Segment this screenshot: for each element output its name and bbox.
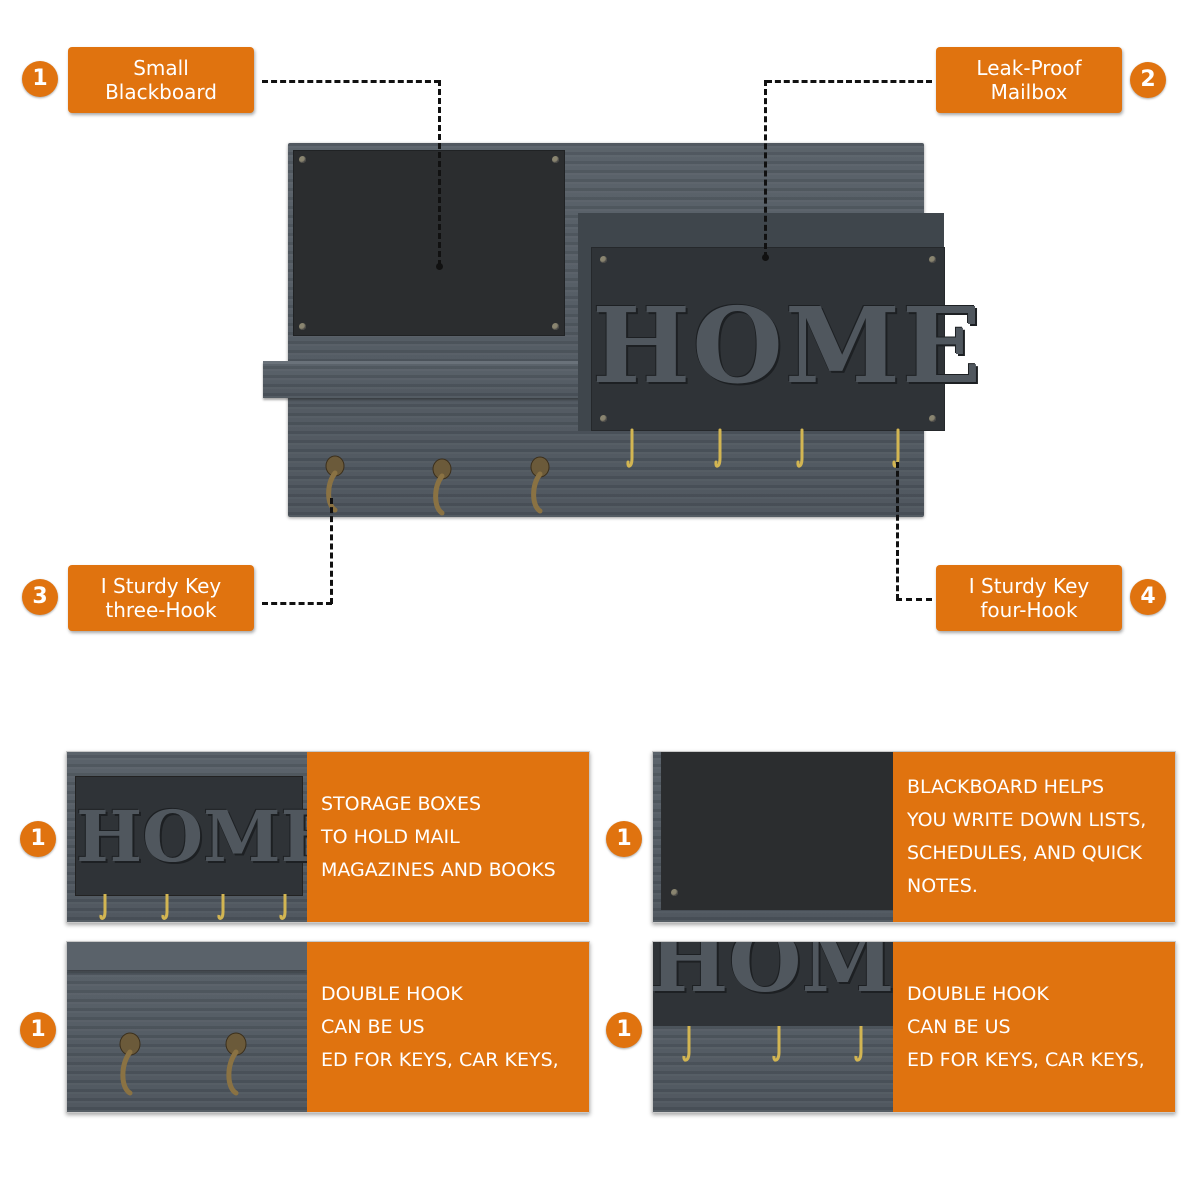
feature-image-blackboard bbox=[653, 752, 893, 922]
bronze-hook-icon bbox=[432, 458, 452, 516]
screw-icon bbox=[299, 156, 306, 163]
callout-number-2: 2 bbox=[1130, 62, 1166, 98]
feature-line: MAGAZINES AND BOOKS bbox=[321, 858, 556, 881]
mailbox-cutout-word: HOME bbox=[76, 795, 307, 878]
feature-line: SCHEDULES, AND QUICK bbox=[907, 842, 1142, 864]
leader-line bbox=[262, 80, 440, 83]
bronze-hook-icon bbox=[225, 1032, 247, 1096]
feature-card-gold-hooks: HOME DOUBLE HOOK CAN BE US ED FOR KEYS, … bbox=[652, 941, 1176, 1113]
callout-number-1: 1 bbox=[22, 61, 58, 97]
callout-line: I Sturdy Key bbox=[100, 574, 222, 598]
feature-image-mailbox: HOME bbox=[67, 752, 307, 922]
gold-hook-icon bbox=[714, 428, 722, 468]
gold-hooks-icon bbox=[682, 1026, 863, 1062]
feature-number: 1 bbox=[20, 821, 56, 857]
leader-endpoint bbox=[436, 263, 443, 270]
callout-number-3: 3 bbox=[22, 579, 58, 615]
callout-small-blackboard: Small Blackboard bbox=[68, 47, 254, 113]
small-shelf bbox=[67, 942, 307, 970]
mailbox-front-panel: HOME bbox=[591, 247, 984, 431]
feature-line: ED FOR KEYS, CAR KEYS, bbox=[907, 1048, 1145, 1071]
callout-three-hook: I Sturdy Key three-Hook bbox=[68, 565, 254, 631]
screw-icon bbox=[600, 415, 607, 422]
gold-hooks-icon bbox=[99, 894, 287, 920]
chalkboard bbox=[293, 150, 565, 336]
leader-line bbox=[896, 462, 899, 600]
feature-image-bronze-hooks bbox=[67, 942, 307, 1112]
leader-line bbox=[766, 80, 932, 83]
feature-line: BLACKBOARD HELPS bbox=[907, 776, 1105, 798]
screw-icon bbox=[929, 256, 936, 263]
callout-leak-proof-mailbox: Leak-Proof Mailbox bbox=[936, 47, 1122, 113]
feature-card-blackboard: BLACKBOARD HELPS YOU WRITE DOWN LISTS, S… bbox=[652, 751, 1176, 923]
feature-line: STORAGE BOXES bbox=[321, 792, 482, 815]
callout-line: four-Hook bbox=[980, 598, 1078, 622]
feature-line: NOTES. bbox=[907, 875, 978, 897]
chalkboard bbox=[661, 752, 893, 910]
feature-text: STORAGE BOXES TO HOLD MAIL MAGAZINES AND… bbox=[321, 752, 583, 922]
callout-line: three-Hook bbox=[105, 598, 217, 622]
feature-text: DOUBLE HOOK CAN BE US ED FOR KEYS, CAR K… bbox=[907, 942, 1169, 1112]
mailbox-cutout-word: HOME bbox=[592, 284, 984, 407]
feature-line: CAN BE US bbox=[321, 1015, 425, 1038]
feature-image-gold-hooks: HOME bbox=[653, 942, 893, 1112]
leader-line bbox=[764, 80, 767, 258]
callout-line: Blackboard bbox=[105, 80, 217, 104]
screw-icon bbox=[929, 415, 936, 422]
callout-line: Small bbox=[133, 56, 189, 80]
screw-icon bbox=[299, 323, 306, 330]
feature-number: 1 bbox=[606, 821, 642, 857]
feature-number: 1 bbox=[20, 1012, 56, 1048]
callout-four-hook: I Sturdy Key four-Hook bbox=[936, 565, 1122, 631]
feature-number: 1 bbox=[606, 1012, 642, 1048]
small-shelf bbox=[263, 361, 581, 398]
callout-line: Leak-Proof bbox=[976, 56, 1082, 80]
feature-line: TO HOLD MAIL bbox=[321, 825, 460, 848]
feature-text: DOUBLE HOOK CAN BE US ED FOR KEYS, CAR K… bbox=[321, 942, 583, 1112]
feature-line: YOU WRITE DOWN LISTS, bbox=[907, 809, 1147, 831]
mailbox-front-panel: HOME bbox=[75, 776, 307, 896]
leader-line bbox=[896, 598, 932, 601]
screw-icon bbox=[600, 256, 607, 263]
gold-hook-icon bbox=[796, 428, 804, 468]
bronze-hook-icon bbox=[325, 455, 345, 513]
screw-icon bbox=[552, 323, 559, 330]
bronze-hook-icon bbox=[119, 1032, 141, 1096]
gold-hook-icon bbox=[626, 428, 634, 468]
mailbox-front-panel: HOME bbox=[653, 942, 893, 1026]
leader-line bbox=[438, 80, 441, 266]
screw-icon bbox=[552, 156, 559, 163]
leader-endpoint bbox=[762, 254, 769, 261]
feature-line: DOUBLE HOOK bbox=[907, 982, 1049, 1005]
feature-line: ED FOR KEYS, CAR KEYS, bbox=[321, 1048, 559, 1071]
feature-text: BLACKBOARD HELPS YOU WRITE DOWN LISTS, S… bbox=[907, 752, 1169, 922]
callout-line: I Sturdy Key bbox=[968, 574, 1090, 598]
mailbox-cutout-word: HOME bbox=[653, 942, 893, 1011]
screw-icon bbox=[671, 889, 678, 896]
feature-card-bronze-hooks: DOUBLE HOOK CAN BE US ED FOR KEYS, CAR K… bbox=[66, 941, 590, 1113]
feature-card-storage: HOME STORAGE BOXES TO HOLD MAIL MAGAZINE… bbox=[66, 751, 590, 923]
feature-line: CAN BE US bbox=[907, 1015, 1011, 1038]
callout-line: Mailbox bbox=[990, 80, 1068, 104]
leader-line bbox=[262, 602, 332, 605]
bronze-hook-icon bbox=[530, 456, 550, 514]
callout-number-4: 4 bbox=[1130, 579, 1166, 615]
leader-line bbox=[330, 498, 333, 604]
feature-line: DOUBLE HOOK bbox=[321, 982, 463, 1005]
